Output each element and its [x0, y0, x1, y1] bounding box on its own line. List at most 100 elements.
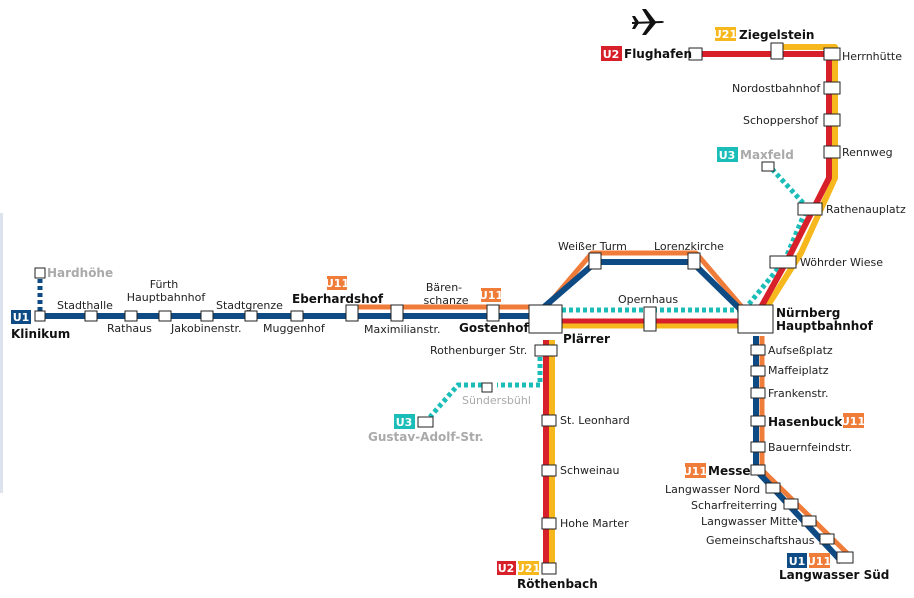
station-messe[interactable]	[750, 464, 766, 476]
station-rathaus[interactable]	[124, 310, 138, 322]
label-lorenzkirche[interactable]: Lorenzkirche	[654, 240, 724, 253]
label-opernhaus[interactable]: Opernhaus	[618, 293, 678, 306]
station-stadtgrenze[interactable]	[244, 310, 258, 322]
label-schweinau[interactable]: Schweinau	[560, 464, 620, 477]
label-gemeinschaftshaus[interactable]: Gemeinschaftshaus	[706, 534, 815, 547]
label-fuerth-hbf-line1[interactable]: Fürth	[150, 278, 179, 291]
station-maffeiplatz[interactable]	[750, 365, 766, 377]
label-flughafen[interactable]: Flughafen	[624, 47, 692, 61]
station-hardhoehe[interactable]	[34, 267, 46, 279]
label-hohe-marter[interactable]: Hohe Marter	[560, 517, 629, 530]
label-baerenschanze-line2[interactable]: schanze	[423, 294, 468, 307]
badge-text: U11	[479, 289, 503, 302]
station-suendersbuehl[interactable]	[481, 382, 493, 393]
station-stadthalle[interactable]	[84, 310, 98, 322]
station-opernhaus[interactable]	[643, 306, 657, 332]
label-suendersbuehl[interactable]: Sündersbühl	[462, 394, 531, 407]
badge-u11-eberhardshof: U11	[325, 276, 349, 290]
station-langwasser-nord[interactable]	[765, 482, 781, 494]
label-maffeiplatz[interactable]: Maffeiplatz	[768, 364, 829, 377]
label-messe[interactable]: Messe	[708, 464, 751, 478]
label-hardhoehe[interactable]: Hardhöhe	[47, 266, 113, 280]
label-weisser-turm[interactable]: Weißer Turm	[558, 240, 627, 253]
label-rennweg[interactable]: Rennweg	[842, 146, 893, 159]
label-fuerth-hbf-line2[interactable]: Hauptbahnhof	[127, 291, 207, 304]
badge-u11-langwasser-sued: U11	[807, 553, 831, 568]
station-maxfeld[interactable]	[761, 161, 775, 172]
label-hasenbuck[interactable]: Hasenbuck	[768, 415, 843, 429]
badge-u11-messe: U11	[683, 463, 707, 478]
label-maxfeld[interactable]: Maxfeld	[740, 148, 794, 162]
station-rathenauplatz[interactable]	[797, 202, 823, 216]
station-hasenbuck[interactable]	[750, 415, 766, 427]
station-fuerth-hbf[interactable]	[158, 310, 172, 322]
label-frankenstr[interactable]: Frankenstr.	[768, 387, 829, 400]
station-jakobinenstr[interactable]	[200, 310, 214, 322]
station-rothenburger-str[interactable]	[534, 344, 558, 357]
label-klinikum[interactable]: Klinikum	[11, 327, 70, 341]
label-stadtgrenze[interactable]: Stadtgrenze	[216, 299, 283, 312]
u2-u21-lines	[543, 44, 838, 568]
label-gustav-adolf[interactable]: Gustav-Adolf-Str.	[368, 430, 484, 444]
label-bauernfeindstr[interactable]: Bauernfeindstr.	[768, 441, 852, 454]
station-eberhardshof[interactable]	[345, 304, 359, 322]
label-rathaus[interactable]: Rathaus	[107, 322, 152, 335]
label-hbf-line2[interactable]: Hauptbahnhof	[776, 319, 874, 333]
station-bauernfeindstr[interactable]	[750, 441, 766, 453]
label-woehrder-wiese[interactable]: Wöhrder Wiese	[800, 256, 883, 269]
station-nordostbahnhof[interactable]	[823, 81, 841, 95]
label-plaerrer[interactable]: Plärrer	[563, 332, 610, 346]
station-rennweg[interactable]	[823, 145, 841, 159]
badge-u2-roethenbach: U2	[497, 561, 516, 575]
label-maximilianstr[interactable]: Maximilianstr.	[364, 323, 440, 336]
station-baerenschanze[interactable]	[486, 304, 500, 322]
station-weisser-turm[interactable]	[588, 252, 602, 270]
label-schoppershof[interactable]: Schoppershof	[743, 114, 819, 127]
label-langwasser-sued[interactable]: Langwasser Süd	[779, 568, 889, 582]
station-maximilianstr[interactable]	[390, 304, 404, 322]
station-aufsessplatz[interactable]	[750, 344, 766, 356]
station-gemeinschaftshaus[interactable]	[819, 533, 835, 545]
label-nordostbahnhof[interactable]: Nordostbahnhof	[732, 82, 821, 95]
station-langwasser-sued[interactable]	[836, 551, 854, 564]
station-plaerrer[interactable]	[528, 304, 563, 334]
station-langwasser-mitte[interactable]	[801, 515, 817, 527]
label-rathenauplatz[interactable]: Rathenauplatz	[826, 203, 906, 216]
station-flughafen[interactable]	[688, 47, 703, 61]
station-frankenstr[interactable]	[750, 387, 766, 399]
station-hohe-marter[interactable]	[541, 517, 557, 530]
station-woehrder-wiese[interactable]	[769, 255, 797, 269]
station-herrnhuette[interactable]	[823, 47, 841, 61]
label-scharfreiterring[interactable]: Scharfreiterring	[691, 499, 777, 512]
label-aufsessplatz[interactable]: Aufseßplatz	[768, 344, 833, 357]
station-lorenzkirche[interactable]	[687, 252, 701, 270]
label-langwasser-mitte[interactable]: Langwasser Mitte	[701, 515, 798, 528]
label-hbf-line1[interactable]: Nürnberg	[776, 306, 840, 320]
station-scharfreiterring[interactable]	[783, 498, 799, 510]
station-schweinau[interactable]	[541, 464, 557, 477]
label-ziegelstein[interactable]: Ziegelstein	[739, 28, 814, 42]
station-gustav-adolf[interactable]	[417, 416, 434, 428]
label-baerenschanze-line1[interactable]: Bären-	[426, 281, 462, 294]
station-muggenhof[interactable]	[290, 310, 304, 322]
station-st-leonhard[interactable]	[541, 414, 557, 427]
label-langwasser-nord[interactable]: Langwasser Nord	[665, 483, 760, 496]
badge-text: U11	[683, 465, 707, 478]
station-roethenbach[interactable]	[541, 562, 557, 575]
station-schoppershof[interactable]	[823, 113, 841, 127]
station-klinikum[interactable]	[34, 310, 46, 322]
badge-u11-hasenbuck: U11	[841, 413, 865, 428]
label-gostenhof[interactable]: Gostenhof	[459, 321, 529, 335]
station-ziegelstein[interactable]	[770, 42, 784, 60]
badge-text: U2	[603, 48, 620, 61]
label-jakobinenstr[interactable]: Jakobinenstr.	[170, 322, 242, 335]
label-st-leonhard[interactable]: St. Leonhard	[560, 414, 630, 427]
label-roethenbach[interactable]: Röthenbach	[517, 577, 598, 591]
label-herrnhuette[interactable]: Herrnhütte	[842, 50, 902, 63]
label-eberhardshof[interactable]: Eberhardshof	[292, 292, 384, 306]
station-nuernberg-hbf[interactable]	[737, 304, 774, 334]
label-stadthalle[interactable]: Stadthalle	[57, 299, 113, 312]
airplane-icon	[632, 9, 664, 35]
label-muggenhof[interactable]: Muggenhof	[263, 322, 326, 335]
label-rothenburger-str[interactable]: Rothenburger Str.	[430, 344, 527, 357]
